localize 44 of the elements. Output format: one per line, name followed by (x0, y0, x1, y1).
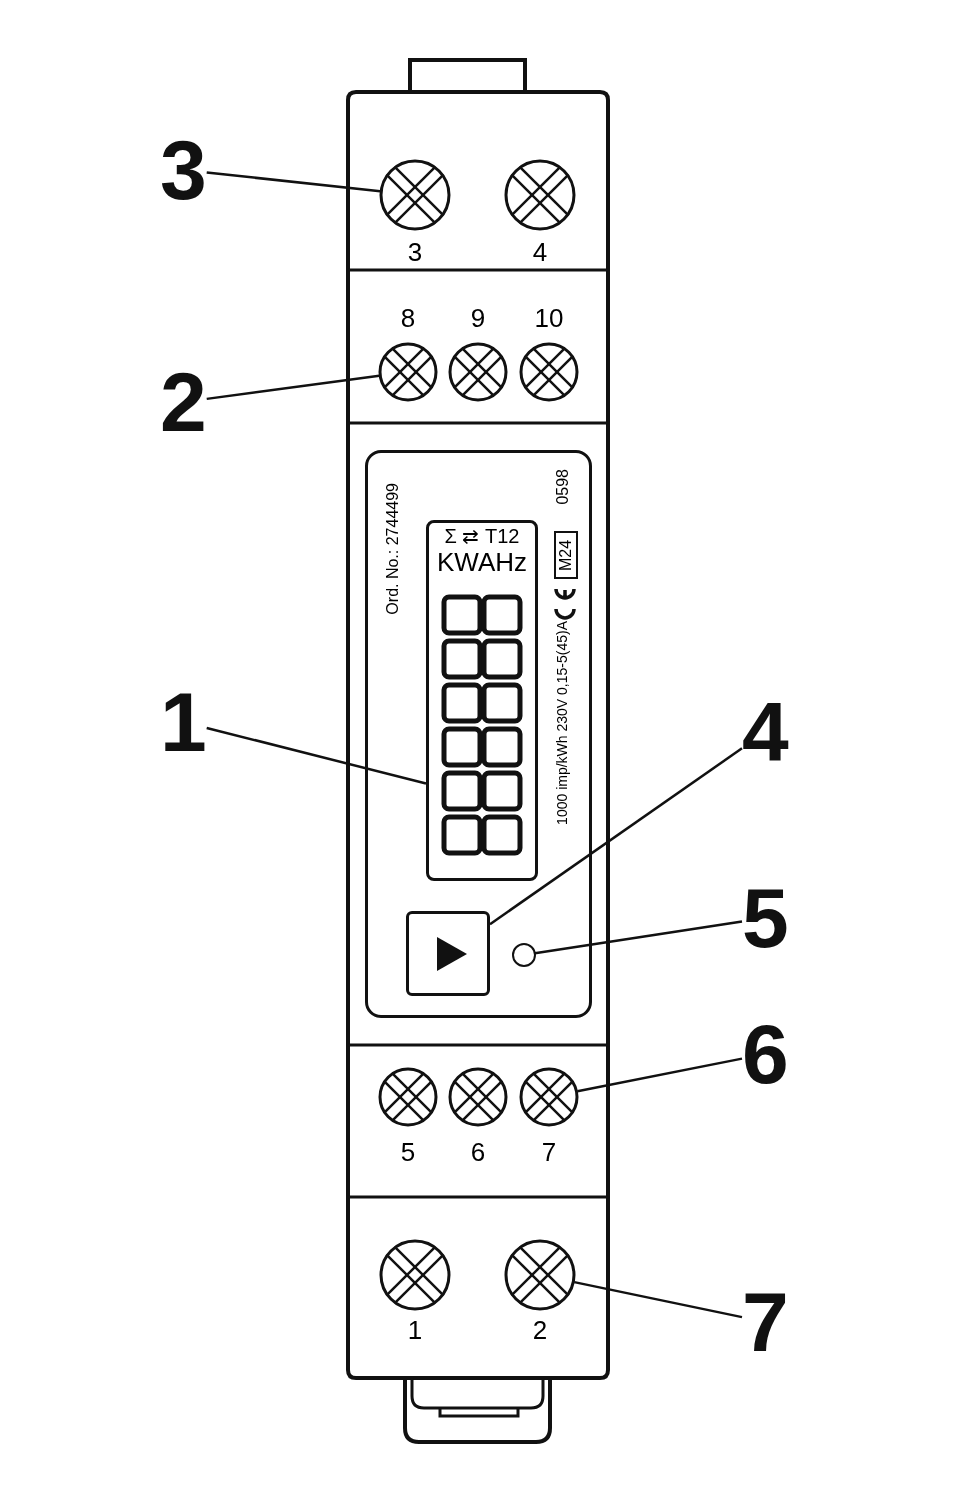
callout-number: 7 (742, 1280, 789, 1364)
terminal-number: 1 (407, 1316, 423, 1344)
screw-terminal (448, 342, 508, 402)
indicator-led (512, 943, 536, 967)
terminal-number: 8 (400, 304, 416, 332)
metrology-mark: M24 (554, 531, 578, 579)
callout-number: 2 (160, 360, 207, 444)
order-number-text: Ord. No.: 2744499 (384, 483, 402, 615)
approval-number-text: 0598 (554, 469, 572, 505)
screw-terminal (519, 1067, 579, 1127)
callout-number: 6 (742, 1012, 789, 1096)
screw-terminal (379, 159, 451, 231)
leader-line (574, 1280, 743, 1319)
play-button (406, 911, 490, 996)
screw-terminal (378, 342, 438, 402)
terminal-number: 6 (470, 1138, 486, 1166)
screw-terminal (379, 1239, 451, 1311)
terminal-number: 3 (407, 238, 423, 266)
terminal-number: 7 (541, 1138, 557, 1166)
terminal-number: 5 (400, 1138, 416, 1166)
screw-terminal (448, 1067, 508, 1127)
screw-terminal (378, 1067, 438, 1127)
leader-line (206, 374, 380, 401)
label-panel (365, 450, 592, 1018)
screw-terminal (519, 342, 579, 402)
callout-number: 1 (160, 680, 207, 764)
leader-line (489, 747, 743, 926)
leader-line (206, 726, 427, 785)
callout-number: 4 (742, 690, 789, 774)
callout-number: 3 (160, 128, 207, 212)
screw-terminal (504, 1239, 576, 1311)
lcd-display (426, 520, 538, 881)
rating-text: 1000 imp/kWh 230V 0,15-5(45)A (554, 621, 570, 825)
callout-number: 5 (742, 876, 789, 960)
display-unit-text: KWAHz (436, 549, 527, 575)
terminal-number: 9 (470, 304, 486, 332)
display-indicator-text: Σ ⇄ T12 (444, 524, 520, 549)
terminal-number: 10 (534, 304, 564, 332)
terminal-number: 4 (532, 238, 548, 266)
leader-line (534, 920, 743, 955)
leader-line (206, 171, 381, 193)
leader-line (577, 1057, 743, 1093)
screw-terminal (504, 159, 576, 231)
terminal-number: 2 (532, 1316, 548, 1344)
